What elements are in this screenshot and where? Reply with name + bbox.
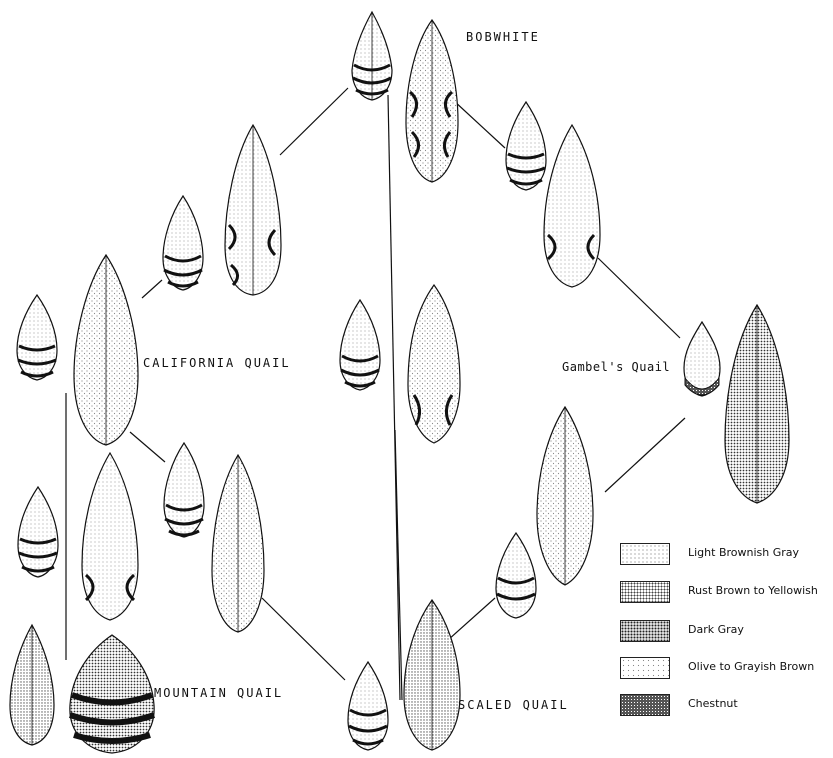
feather [544, 125, 600, 287]
connector-line [262, 598, 345, 680]
feather [163, 196, 203, 290]
label-bobwhite: BOBWHITE [466, 30, 540, 44]
connector-line [448, 598, 495, 640]
feather [506, 102, 546, 190]
legend-label: Dark Gray [688, 623, 744, 636]
legend-swatch [620, 657, 670, 679]
legend-label: Rust Brown to Yellowish [688, 584, 818, 597]
label-mountain-quail: MOUNTAIN QUAIL [154, 686, 283, 700]
feather [404, 600, 460, 750]
connector-line [388, 95, 400, 700]
connector-line [280, 88, 348, 155]
feather [212, 455, 264, 632]
legend-swatch [620, 543, 670, 565]
legend-swatch [620, 620, 670, 642]
feather [725, 305, 789, 503]
bobwhite-group [352, 12, 458, 182]
connector-line [598, 258, 680, 338]
connector-line [130, 432, 165, 462]
connector-line [605, 418, 685, 492]
label-gambels-quail: Gambel's Quail [562, 360, 670, 374]
feather [10, 625, 54, 745]
label-california-quail: CALIFORNIA QUAIL [143, 356, 291, 370]
legend-swatch [620, 581, 670, 603]
connector-line [142, 280, 162, 298]
feather [74, 255, 138, 445]
feather [352, 12, 392, 100]
feather [70, 635, 154, 753]
feather [684, 322, 720, 396]
feather [408, 285, 460, 443]
connector-line [453, 100, 505, 148]
connector-line [395, 430, 402, 700]
feather [17, 295, 57, 380]
label-scaled-quail: SCALED QUAIL [458, 698, 569, 712]
feather [496, 533, 536, 618]
feather [537, 407, 593, 585]
legend-label: Chestnut [688, 697, 738, 710]
legend-label: Light Brownish Gray [688, 546, 799, 559]
feather [348, 662, 388, 750]
legend-label: Olive to Grayish Brown [688, 660, 814, 673]
legend-swatch [620, 694, 670, 716]
feather [406, 20, 458, 182]
feather [82, 453, 138, 620]
feather [18, 487, 58, 577]
mountain-quail-group [10, 453, 264, 753]
feather [164, 443, 204, 537]
feather [225, 125, 281, 295]
feather [340, 300, 380, 390]
